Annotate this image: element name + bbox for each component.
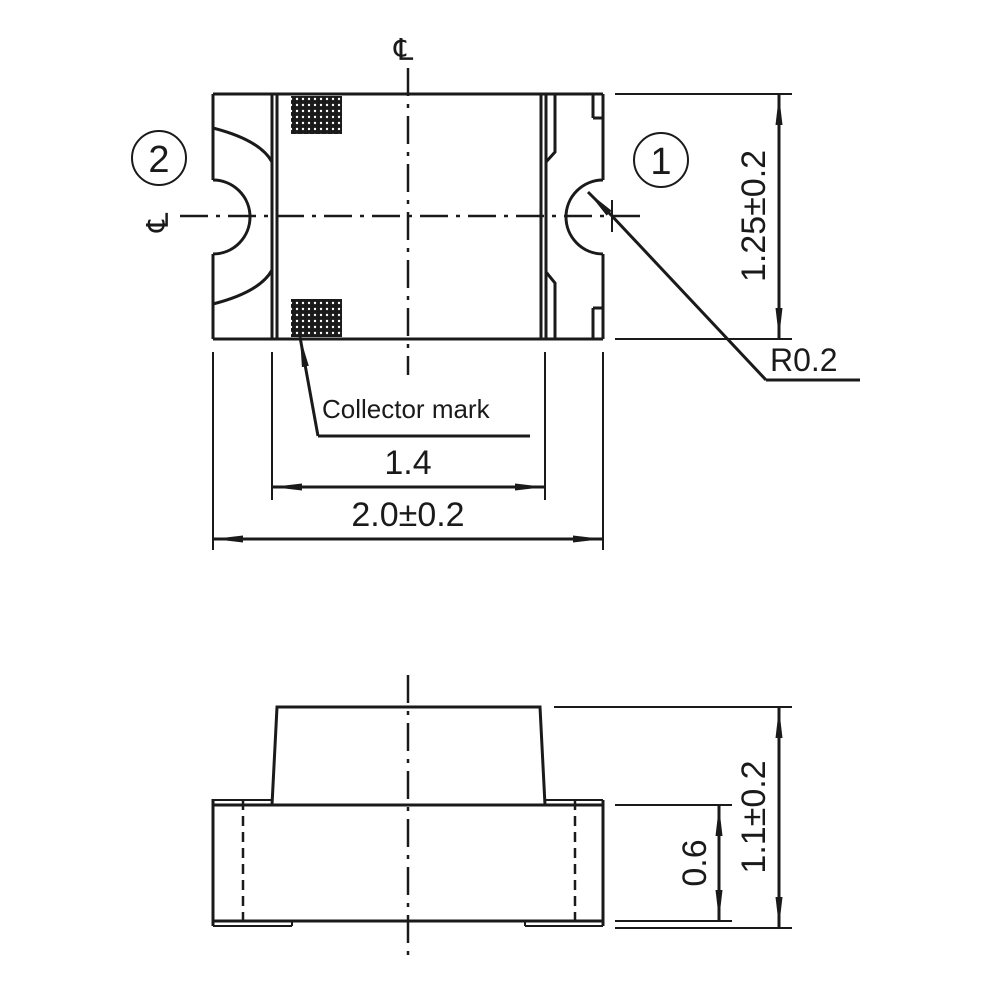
side-view: 0.6 1.1±0.2 <box>211 675 792 958</box>
pin-label-2: 2 <box>131 130 187 186</box>
collector-mark-top <box>291 96 342 134</box>
centerline-symbol-left: ℄ <box>142 212 175 233</box>
svg-text:0.6: 0.6 <box>676 839 714 886</box>
dimension-inner-length: 1.4 <box>272 444 545 491</box>
radius-label: R0.2 <box>770 342 838 378</box>
collector-mark-callout: Collector mark <box>298 336 530 438</box>
lens-body <box>270 705 547 806</box>
svg-text:2.0±0.2: 2.0±0.2 <box>351 496 464 534</box>
dimension-width: 1.25±0.2 <box>615 93 792 340</box>
svg-text:1: 1 <box>650 141 671 183</box>
centerline-symbol-top: ℄ <box>393 34 414 67</box>
svg-text:1.4: 1.4 <box>384 444 431 482</box>
top-view: ℄ ℄ 2 1 R0.2 Collector mark <box>131 34 860 550</box>
dimension-total-height: 1.1±0.2 <box>735 708 783 927</box>
collector-mark-bottom <box>291 299 342 337</box>
svg-text:2: 2 <box>148 139 169 181</box>
dimension-body-height: 0.6 <box>676 806 723 920</box>
radius-callout: R0.2 <box>586 190 860 382</box>
pin-label-1: 1 <box>633 132 689 188</box>
svg-text:1.25±0.2: 1.25±0.2 <box>735 150 773 282</box>
collector-mark-label: Collector mark <box>322 394 491 424</box>
dimension-length: 2.0±0.2 <box>213 496 603 543</box>
electrode-1 <box>539 94 557 339</box>
svg-text:1.1±0.2: 1.1±0.2 <box>735 760 773 873</box>
